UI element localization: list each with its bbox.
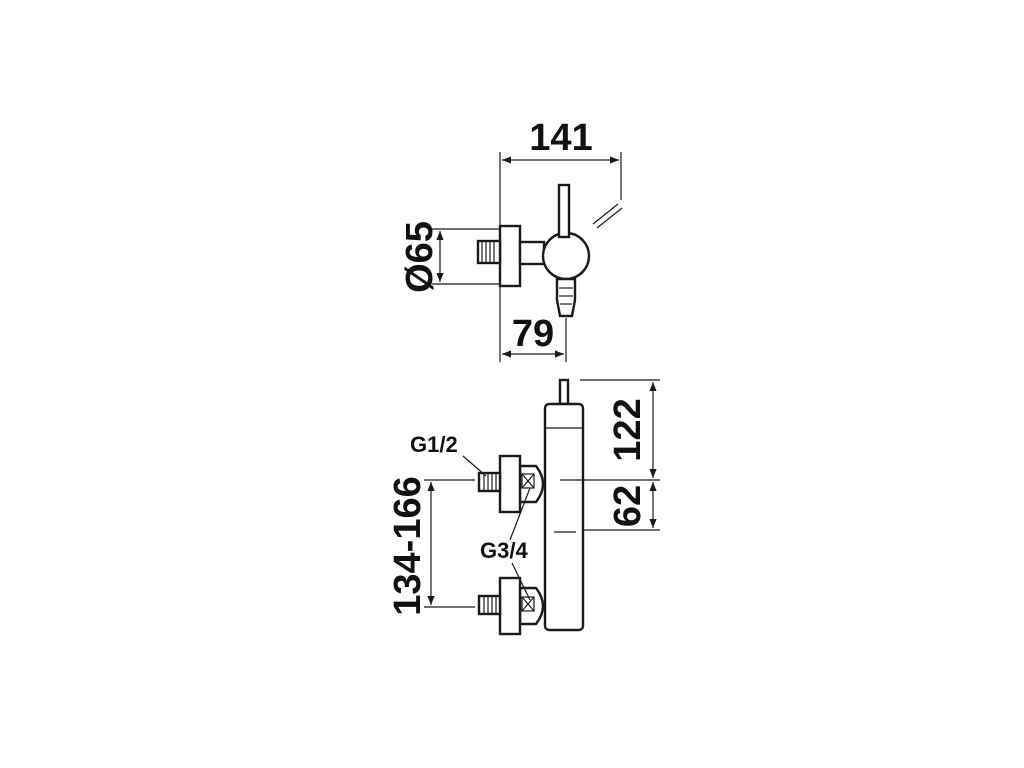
depth-label: 79 xyxy=(512,313,554,355)
top-handle-pin xyxy=(558,378,570,406)
inlet-thread-leader xyxy=(462,455,487,477)
mixer-body-circle xyxy=(541,231,591,281)
dimension-heights: 122 62 xyxy=(560,379,660,531)
lower-connector xyxy=(477,576,545,636)
wall-flange xyxy=(498,224,522,288)
handle-lever xyxy=(557,183,571,239)
connection-thread-label: G3/4 xyxy=(480,538,528,563)
connection-thread-leader-down xyxy=(511,562,531,601)
dimension-centre-distance: 134-166 xyxy=(387,476,475,616)
swing-indicator xyxy=(592,203,619,225)
upper-height-label: 122 xyxy=(607,398,649,461)
top-view: 141 Ø65 79 xyxy=(399,117,623,362)
inlet-stub xyxy=(476,239,502,265)
outlet-nipple xyxy=(555,277,577,318)
upper-connector xyxy=(477,454,545,514)
lower-height-label: 62 xyxy=(607,485,649,527)
front-view: G1/2 G3/4 134-166 122 62 xyxy=(387,378,660,636)
diameter-label: Ø65 xyxy=(399,221,441,293)
inlet-thread-label: G1/2 xyxy=(410,432,458,457)
dimension-79: 79 xyxy=(499,286,567,362)
centre-distance-label: 134-166 xyxy=(387,476,429,615)
dimension-141: 141 xyxy=(499,117,622,226)
dimension-diameter: Ø65 xyxy=(399,221,500,293)
width-label: 141 xyxy=(529,117,592,159)
mixer-neck xyxy=(518,240,546,266)
connection-thread-leader-up xyxy=(509,487,531,541)
mixer-body xyxy=(543,402,585,632)
